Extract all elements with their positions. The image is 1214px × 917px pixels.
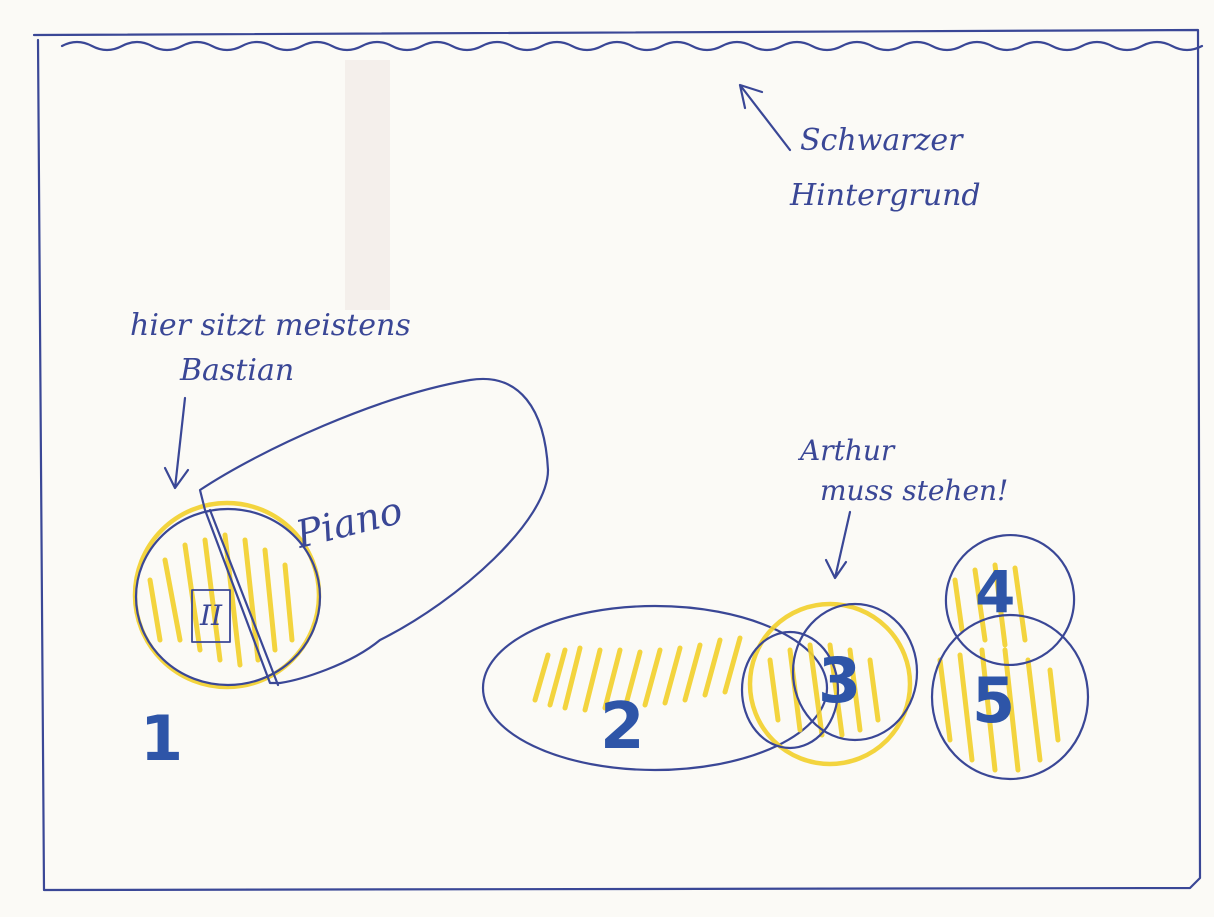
piano-stool: II xyxy=(191,589,231,643)
backdrop-label-line-1: Schwarzer xyxy=(800,123,964,158)
position-4-number: 4 xyxy=(975,558,1015,626)
piano-keyboard-edge xyxy=(208,508,280,687)
position-1-outline xyxy=(134,507,322,687)
position-4-5-highlight xyxy=(937,562,1061,773)
piano-stool-label: II xyxy=(199,599,223,632)
position-5-outline xyxy=(930,613,1090,781)
position-2-outline xyxy=(481,604,829,772)
paper-fold-shadow xyxy=(345,60,390,310)
position-3-outline-a xyxy=(740,630,840,750)
backdrop-arrow xyxy=(738,83,792,152)
position-4-outline xyxy=(944,533,1076,667)
piano-body xyxy=(198,377,550,685)
bastian-note-line-2: Bastian xyxy=(179,353,294,388)
position-1-number: 1 xyxy=(140,702,183,775)
arthur-note: Arthur muss stehen! xyxy=(797,434,1008,507)
bastian-note: hier sitzt meistens Bastian xyxy=(130,308,420,388)
arthur-arrow xyxy=(824,510,852,580)
position-2-number: 2 xyxy=(600,690,645,764)
piano-label: Piano xyxy=(291,488,407,557)
position-3-outline-b xyxy=(791,602,919,742)
bastian-arrow xyxy=(163,396,190,490)
position-5-number: 5 xyxy=(972,664,1015,737)
backdrop-label: Schwarzer Hintergrund xyxy=(789,123,981,213)
stage-border xyxy=(32,28,1202,892)
backdrop-label-line-2: Hintergrund xyxy=(789,178,981,213)
arthur-note-line-2: muss stehen! xyxy=(820,474,1008,507)
position-3-number: 3 xyxy=(818,644,861,717)
backdrop-wave xyxy=(60,40,1204,52)
position-2-highlight xyxy=(532,635,743,713)
bastian-note-line-1: hier sitzt meistens xyxy=(130,308,411,343)
arthur-note-line-1: Arthur xyxy=(797,434,896,467)
